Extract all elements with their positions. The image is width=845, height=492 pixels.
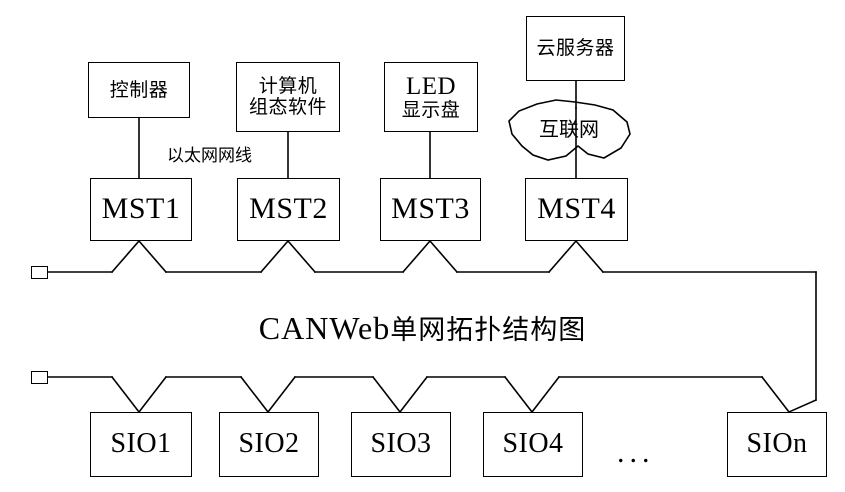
bus-bottom-drop-sio1-left (110, 375, 141, 414)
diagram-title-latin: CANWeb (258, 310, 391, 346)
bus-riser-to-sion (787, 398, 818, 414)
node-sio3[interactable]: SIO3 (351, 412, 451, 477)
ethernet-cable-label: 以太网网线 (167, 146, 252, 166)
node-led-display[interactable]: LED 显示盘 (384, 62, 478, 132)
node-controller-label: 控制器 (109, 78, 169, 101)
terminator-bottom[interactable] (31, 371, 48, 384)
node-led-display-label-latin: LED (405, 73, 457, 101)
bus-bottom-drop-sio4-right (530, 375, 561, 414)
node-sio2-label: SIO2 (238, 428, 300, 460)
internet-cloud-shape (508, 99, 631, 161)
node-mst2-label: MST2 (249, 192, 328, 226)
node-sio4-label: SIO4 (502, 428, 564, 460)
bus-bottom-drop-sio3-right (398, 375, 429, 414)
bus-top-drop-mst4-right (574, 239, 605, 274)
bus-top-drop-mst1-right (137, 239, 168, 274)
node-mst4-label: MST4 (537, 192, 616, 226)
node-sio1[interactable]: SIO1 (90, 412, 192, 477)
node-cloud-server[interactable]: 云服务器 (526, 16, 625, 81)
node-sio4[interactable]: SIO4 (483, 412, 583, 477)
node-mst2[interactable]: MST2 (237, 178, 340, 241)
bus-bottom-drop-sio4-left (503, 375, 534, 414)
bus-top-drop-mst2-right (286, 239, 317, 274)
slaves-ellipsis: ... (617, 436, 655, 469)
bus-top-drop-mst3-left (401, 239, 432, 274)
node-sio1-label: SIO1 (110, 428, 172, 460)
bus-top-drop-mst1-left (110, 239, 141, 274)
node-computer-hmi-label-line2: 组态软件 (248, 96, 327, 118)
bus-bottom-drop-sio2-left (239, 375, 270, 414)
bus-top-drop-mst4-left (547, 239, 578, 274)
node-sion-label: SIOn (746, 428, 808, 460)
node-mst3[interactable]: MST3 (380, 178, 481, 241)
node-computer-hmi[interactable]: 计算机 组态软件 (236, 62, 340, 132)
node-led-display-label-cjk: 显示盘 (401, 99, 461, 122)
bus-bottom-drop-sio2-right (266, 375, 297, 414)
diagram-title: CANWeb单网拓扑结构图 (0, 308, 845, 347)
node-mst3-label: MST3 (391, 192, 470, 226)
internet-cloud-label: 互联网 (539, 117, 599, 141)
bus-top-drop-mst2-left (259, 239, 290, 274)
node-sion[interactable]: SIOn (727, 412, 827, 477)
node-controller[interactable]: 控制器 (88, 62, 190, 118)
diagram-title-cjk: 单网拓扑结构图 (390, 315, 587, 346)
terminator-top[interactable] (31, 266, 48, 279)
node-sio2[interactable]: SIO2 (219, 412, 319, 477)
node-mst4[interactable]: MST4 (525, 178, 628, 241)
bus-bottom-drop-sio3-left (371, 375, 402, 414)
node-computer-hmi-label-line1: 计算机 (258, 75, 318, 98)
bus-bottom-drop-sion (760, 375, 791, 414)
bus-bottom-drop-sio1-right (137, 375, 168, 414)
node-mst1[interactable]: MST1 (90, 178, 192, 241)
bus-top-drop-mst3-right (428, 239, 459, 274)
node-cloud-server-label: 云服务器 (536, 37, 615, 60)
node-mst1-label: MST1 (101, 192, 181, 226)
node-sio3-label: SIO3 (370, 428, 432, 460)
